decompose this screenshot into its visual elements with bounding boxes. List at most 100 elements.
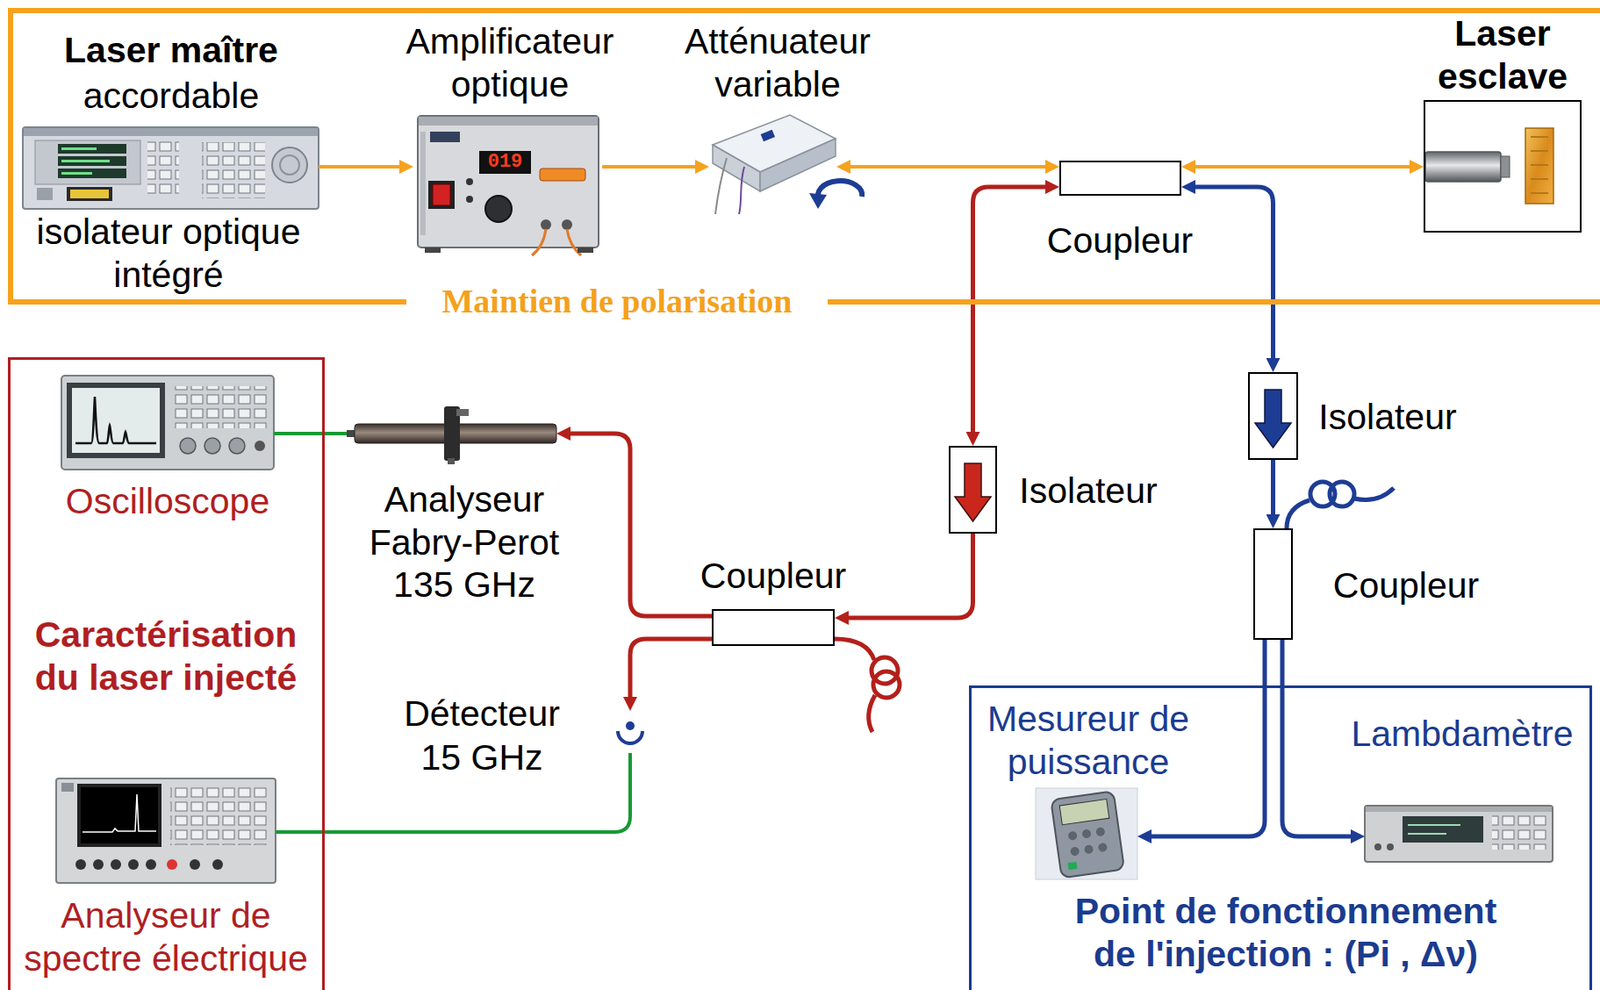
variable-attenuator-unit-part (809, 193, 827, 209)
oscilloscope-unit-part (71, 387, 160, 453)
node-label: Laser esclave (1404, 12, 1600, 99)
optical-amplifier-unit-part (577, 247, 594, 253)
node-label: Mesureur de puissance (973, 697, 1204, 784)
master-laser-instrument-part (36, 187, 53, 201)
oscilloscope-unit-part (66, 382, 166, 459)
fiber-coil-part (873, 671, 900, 698)
node-label: Analyseur de spectre électrique (14, 894, 318, 981)
master-laser-instrument-part (147, 140, 180, 197)
isolator-arrow-symbol (1255, 389, 1292, 448)
operating-point-panel: Mesureur de puissanceLambdamètrePoint de… (968, 685, 1593, 990)
master-laser-instrument-part (22, 127, 319, 209)
fiber-coil (1286, 481, 1394, 529)
fiber-connector (1282, 639, 1360, 837)
node-label: Maintien de polarisation (406, 281, 827, 323)
fiber-coil-part (1329, 481, 1355, 507)
optical-amplifier-unit-part (466, 178, 474, 186)
optical-amplifier-unit-part (430, 131, 460, 143)
spectrum-analyser-unit (56, 778, 276, 883)
variable-attenuator-unit-part (760, 129, 775, 143)
node-label: Point de fonctionnement de l'injection :… (1057, 889, 1514, 976)
variable-attenuator-unit (712, 114, 862, 215)
optical-amplifier-unit-part (417, 115, 599, 248)
node-label: Laser maître (64, 28, 279, 72)
power-meter-device-part-part (1081, 828, 1091, 839)
fiber-connector (1186, 186, 1274, 367)
wavemeter-device-part (1364, 805, 1553, 862)
slave-laser-mount-part (1525, 128, 1554, 204)
fiber-coil (834, 638, 900, 732)
photodetector-symbol (617, 721, 643, 744)
power-meter-device-part (1050, 790, 1125, 878)
power-meter-device-part-part (1068, 831, 1078, 841)
fiber-connector (839, 533, 974, 618)
node-label: Amplificateur optique (389, 20, 632, 107)
oscilloscope-unit-part (172, 386, 267, 429)
power-meter-device-part-part (1095, 826, 1105, 837)
wavemeter-device-part (1365, 806, 1552, 812)
optical-amplifier-unit-part (539, 168, 586, 181)
oscilloscope-unit-part (229, 437, 245, 454)
master-laser-instrument-part (272, 147, 308, 183)
spectrum-analyser-unit-part (77, 783, 162, 847)
power-meter-device-part-part (1097, 842, 1108, 853)
isolator-arrow-symbol-part (954, 463, 991, 522)
master-laser-instrument-part (35, 140, 141, 185)
power-meter-device-part-part (1050, 790, 1125, 878)
spectrum-analyser-unit-part (145, 859, 157, 870)
spectrum-analyser-unit-part (56, 778, 276, 883)
node-label: Coupleur (700, 554, 847, 598)
power-meter-device-part-part (1067, 861, 1077, 870)
fabry-perot-cavity-part (456, 408, 469, 417)
spectrum-analyser: Analyseur de spectre électrique (56, 778, 276, 883)
node-label: Coupleur (1047, 219, 1193, 263)
fiber-connector (273, 431, 347, 436)
power-meter-device-part (1035, 788, 1138, 880)
fiber-coil-part (1354, 487, 1394, 501)
master-laser-instrument-part (279, 155, 300, 175)
coupler-box: Coupleur (1059, 160, 1182, 196)
node-label: Lambdamètre (1351, 712, 1574, 756)
fiber-connector (561, 433, 712, 617)
power-meter-device-part-part (1069, 846, 1080, 856)
wavemeter-device (1364, 805, 1553, 862)
spectrum-analyser-unit-part (212, 859, 223, 870)
master-laser-instrument (22, 127, 319, 209)
oscilloscope-unit-part (254, 440, 266, 452)
fiber-coil-part (868, 695, 876, 732)
spectrum-analyser-unit-part (110, 859, 122, 870)
wavemeter: Lambdamètre (1364, 805, 1553, 862)
power-meter-device (1035, 788, 1138, 880)
oscilloscope-unit (61, 375, 274, 470)
oscilloscope-unit-part (75, 396, 157, 444)
isolator-arrow-symbol-part (1255, 389, 1292, 448)
fiber-coil-part (834, 638, 875, 661)
optical-amplifier: Amplificateur optique (413, 112, 603, 256)
variable-attenuator: Atténuateur variable (709, 112, 837, 215)
wavemeter-device-part (1402, 816, 1484, 843)
slave-laser-mount-part (1425, 151, 1501, 182)
node-label: Caractérisation du laser injecté (21, 613, 311, 700)
node-label: Détecteur (403, 692, 560, 736)
power-meter-device-part-part (1059, 798, 1110, 825)
slave-laser-mount-part (1530, 136, 1549, 194)
optical-amplifier-unit (417, 115, 599, 256)
spectrum-analyser-unit-part (166, 859, 178, 870)
optical-amplifier-unit-part (466, 195, 474, 203)
optical-amplifier-unit-part (428, 180, 455, 209)
node-label: 15 GHz (421, 736, 544, 780)
wavemeter-device-part (1386, 843, 1394, 851)
oscilloscope-unit-part (204, 437, 221, 454)
wavemeter-device-part (1407, 825, 1461, 834)
master-laser: Laser maîtreaccordableisolateur optique … (22, 127, 319, 209)
node-label: Oscilloscope (65, 480, 270, 524)
optical-amplifier-unit-part (432, 184, 451, 206)
spectrum-analyser-unit-part (170, 783, 269, 846)
variable-attenuator-unit-part (739, 166, 745, 215)
spectrum-analyser-unit-part (128, 859, 139, 870)
isolator-box: Isolateur (1248, 372, 1299, 460)
characterisation-panel: OscilloscopeAnalyseur de spectre électri… (7, 357, 325, 990)
power-meter-device-part-part (1083, 844, 1094, 854)
optical-amplifier-unit-part (531, 229, 582, 256)
